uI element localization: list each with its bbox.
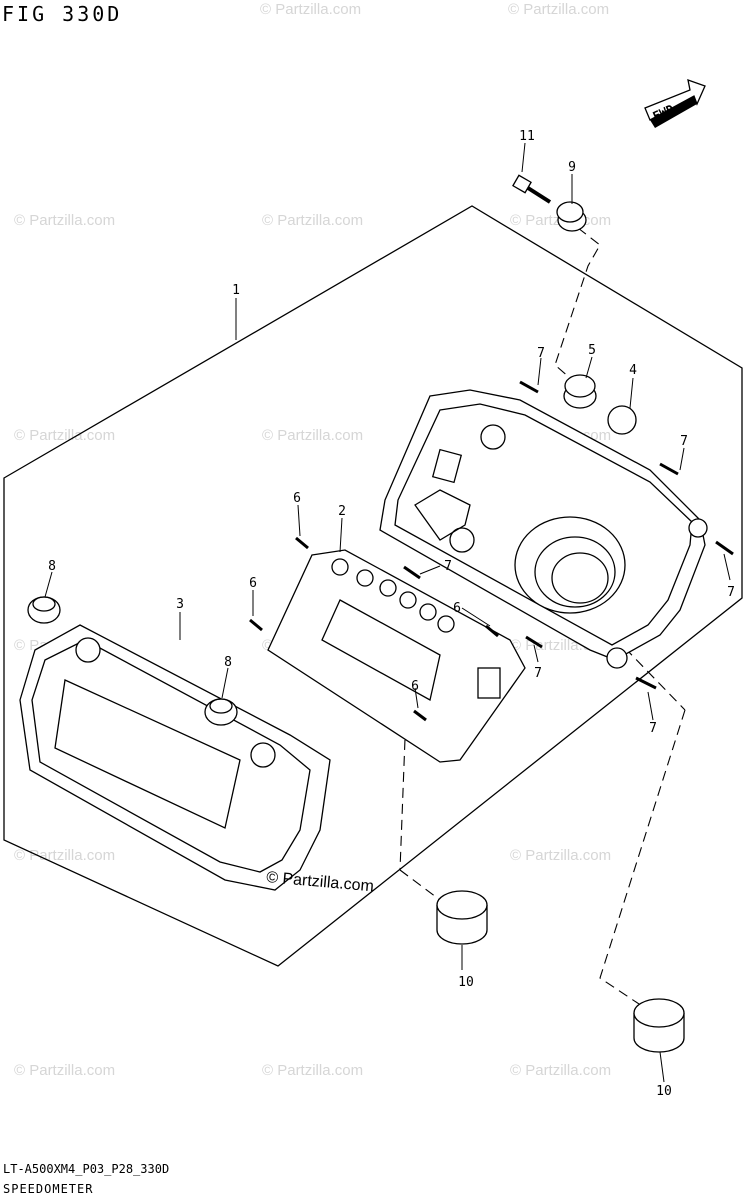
watermark: © Partzilla.com [14, 847, 115, 864]
grommet-part-9 [556, 201, 587, 232]
watermark: © Partzilla.com [14, 1062, 115, 1079]
callout-7: 7 [680, 434, 688, 449]
watermark: © Partzilla.com [262, 212, 363, 229]
watermark: © Partzilla.com [508, 1, 609, 18]
figure-title: FIG 330D [2, 2, 123, 26]
callout-10: 10 [458, 975, 474, 990]
watermark: © Partzilla.com [262, 427, 363, 444]
screw-part-11 [512, 174, 552, 204]
watermark: © Partzilla.com [510, 1062, 611, 1079]
screw-part-8 [27, 596, 238, 726]
forward-arrow-icon: FWD [644, 79, 706, 128]
callout-4: 4 [629, 363, 637, 378]
callout-6: 6 [249, 576, 257, 591]
model-code: LT-A500XM4_P03_P28_330D [3, 1162, 170, 1176]
callout-7: 7 [444, 559, 452, 574]
callout-10: 10 [656, 1084, 672, 1099]
callout-2: 2 [338, 504, 346, 519]
watermark: © Partzilla.com [260, 1, 361, 18]
callout-7: 7 [534, 666, 542, 681]
screws-part-6-7 [249, 380, 734, 722]
callout-5: 5 [588, 343, 596, 358]
rear-housing-part-4 [379, 389, 708, 669]
callout-1: 1 [232, 283, 240, 298]
callout-11: 11 [519, 129, 535, 144]
callout-3: 3 [176, 597, 184, 612]
callout-leaders [44, 142, 731, 1083]
watermark: © Partzilla.com [510, 847, 611, 864]
callout-labels: 1 2 3 4 5 6 6 6 6 7 7 7 7 7 7 8 8 9 10 1… [48, 129, 735, 1099]
callout-9: 9 [568, 160, 576, 175]
callout-8: 8 [48, 559, 56, 574]
grommet-part-5 [563, 374, 597, 409]
callout-7: 7 [727, 585, 735, 600]
circuit-board-part-2 [267, 549, 526, 763]
assembly-outline [3, 205, 743, 967]
callout-6: 6 [453, 601, 461, 616]
watermark: © Partzilla.com [14, 427, 115, 444]
callout-6: 6 [411, 679, 419, 694]
callout-6: 6 [293, 491, 301, 506]
cushion-part-10 [436, 890, 685, 1053]
callout-7: 7 [649, 721, 657, 736]
watermark: © Partzilla.com [14, 212, 115, 229]
section-name: SPEEDOMETER [3, 1182, 94, 1196]
watermark: © Partzilla.com [262, 1062, 363, 1079]
callout-8: 8 [224, 655, 232, 670]
front-cover-part-3 [19, 624, 331, 891]
brand-mark: © Partzilla.com [266, 869, 375, 895]
callout-7: 7 [537, 346, 545, 361]
